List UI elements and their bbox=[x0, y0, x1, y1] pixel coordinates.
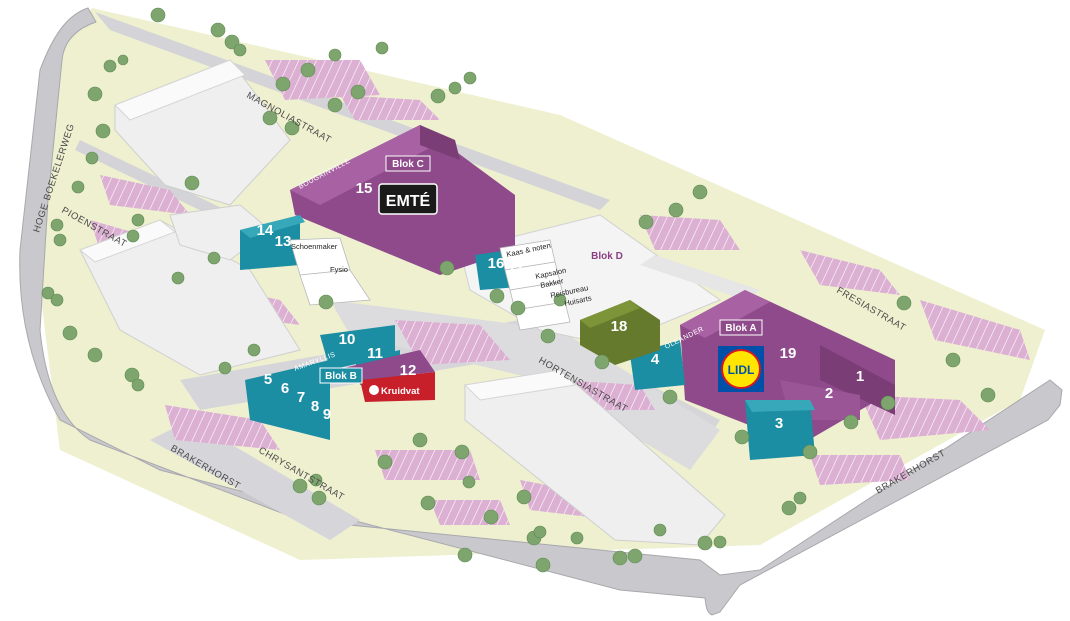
blok-d-shops bbox=[289, 237, 571, 331]
shop-fysio: Fysio bbox=[330, 265, 348, 274]
unit-19: 19 bbox=[780, 345, 797, 362]
unit-1: 1 bbox=[856, 368, 864, 385]
unit-18-building bbox=[580, 300, 660, 365]
unit-16: 16 bbox=[488, 255, 505, 272]
unit-14: 14 bbox=[257, 222, 274, 239]
unit-5: 5 bbox=[264, 371, 272, 388]
kruidvat-logo: Kruidvat bbox=[369, 385, 420, 397]
blok-a-label: Blok A bbox=[725, 323, 756, 334]
unit-6: 6 bbox=[281, 380, 289, 397]
unit-15: 15 bbox=[356, 180, 373, 197]
emte-logo: EMTÉ bbox=[378, 183, 438, 215]
unit-2: 2 bbox=[825, 385, 833, 402]
unit-3: 3 bbox=[775, 415, 783, 432]
lidl-logo: LIDL bbox=[718, 346, 764, 392]
unit-9: 9 bbox=[323, 406, 331, 423]
blok-b-badge bbox=[319, 367, 363, 384]
emte-logo-text: EMTÉ bbox=[386, 191, 431, 210]
unit-7: 7 bbox=[297, 389, 305, 406]
blok-d-label: Blok D bbox=[591, 251, 623, 262]
unit-17: 17 bbox=[508, 259, 525, 276]
unit-18: 18 bbox=[611, 318, 628, 335]
kruidvat-unit bbox=[360, 372, 435, 402]
unit-10: 10 bbox=[339, 331, 356, 348]
lidl-logo-text: LIDL bbox=[728, 363, 755, 377]
chrysant-road bbox=[150, 420, 360, 540]
blok-b-label: Blok B bbox=[325, 371, 357, 382]
blok-c-badge bbox=[385, 155, 431, 172]
blok-c-label: Blok C bbox=[392, 159, 424, 170]
unit-13: 13 bbox=[275, 233, 292, 250]
residential-buildings bbox=[79, 59, 726, 546]
unit-11: 11 bbox=[367, 345, 383, 362]
unit-8: 8 bbox=[311, 398, 319, 415]
unit-12: 12 bbox=[400, 362, 417, 379]
outer-road bbox=[19, 7, 1063, 616]
blok-a-badge bbox=[719, 319, 763, 336]
shop-schoenmaker: Schoenmaker bbox=[291, 242, 338, 251]
kruidvat-logo-text: Kruidvat bbox=[381, 386, 420, 397]
trees bbox=[41, 7, 996, 573]
unit-4: 4 bbox=[651, 351, 660, 368]
